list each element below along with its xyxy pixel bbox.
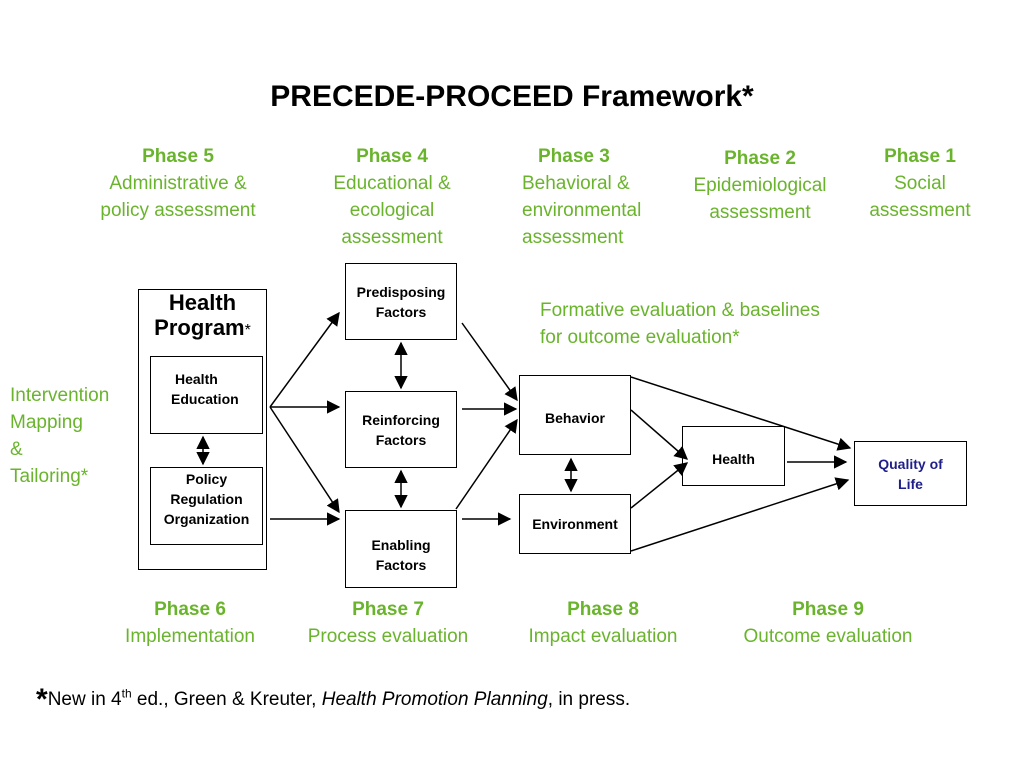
behavior-box: Behavior	[519, 375, 631, 455]
phase-3-desc-line-2: environmental	[522, 200, 642, 221]
arrow-behavior-to-health	[630, 409, 689, 460]
health-outcome-label: Health	[712, 451, 755, 467]
footnote-sup: th	[121, 686, 132, 701]
reinforcing-factors-box: Reinforcing Factors	[345, 391, 457, 468]
enabling-line-2: Factors	[375, 557, 427, 573]
phase-4-header: Phase 4 Educational & ecological assessm…	[302, 143, 482, 251]
health-program-title-line-2: Program	[154, 315, 245, 340]
policy-regulation-box: Policy Regulation Organization	[150, 467, 263, 545]
health-education-line-2: Education	[171, 391, 239, 407]
quality-of-life-box: Quality of Life	[854, 441, 967, 506]
policy-line-3: Organization	[163, 511, 250, 527]
phase-5-desc-line-2: policy assessment	[100, 200, 256, 221]
phase-4-desc-line-2: ecological	[349, 200, 435, 221]
arrow-behavior-to-quality	[630, 376, 852, 451]
phase-3-label: Phase 3	[538, 146, 610, 167]
phase-5-desc-line-1: Administrative &	[109, 173, 247, 194]
footnote: *New in 4th ed., Green & Kreuter, Health…	[36, 683, 630, 717]
behavior-label: Behavior	[545, 410, 605, 426]
quality-of-life-line-1: Quality of	[878, 455, 943, 472]
health-program-star: *	[244, 322, 251, 339]
health-program-title-line-1: Health	[168, 290, 237, 315]
footnote-post: , in press.	[547, 689, 631, 710]
phase-7-label: Phase 7	[352, 599, 424, 620]
health-outcome-box: Health	[682, 426, 785, 486]
phase-9-footer: Phase 9 Outcome evaluation	[718, 596, 938, 650]
environment-box: Environment	[519, 494, 631, 554]
health-program-box	[138, 289, 267, 570]
reinforcing-line-2: Factors	[375, 431, 427, 448]
phase-2-desc-line-1: Epidemiological	[693, 175, 827, 196]
policy-line-1: Policy	[185, 471, 228, 487]
phase-6-desc: Implementation	[125, 626, 255, 647]
phase-4-desc-line-1: Educational &	[333, 173, 451, 194]
footnote-pre: New in 4	[47, 689, 122, 710]
quality-of-life-line-2: Life	[898, 475, 923, 492]
phase-7-footer: Phase 7 Process evaluation	[278, 596, 498, 650]
formative-evaluation-note: Formative evaluation & baselines for out…	[540, 297, 820, 351]
intervention-line-1: Intervention	[10, 385, 110, 406]
arrow-enabling-to-behavior	[455, 418, 518, 510]
phase-6-label: Phase 6	[154, 599, 226, 620]
predisposing-line-2: Factors	[375, 303, 427, 320]
phase-7-desc: Process evaluation	[307, 626, 469, 647]
footnote-book-title: Health Promotion Planning	[321, 689, 548, 710]
intervention-line-4: Tailoring*	[10, 466, 89, 487]
phase-2-label: Phase 2	[724, 148, 796, 169]
intervention-line-3: &	[10, 439, 23, 460]
phase-3-header: Phase 3 Behavioral & environmental asses…	[522, 143, 641, 251]
phase-6-footer: Phase 6 Implementation	[100, 596, 280, 650]
enabling-line-1: Enabling	[371, 537, 431, 553]
page-title: PRECEDE-PROCEED Framework*	[270, 80, 754, 113]
predisposing-factors-box: Predisposing Factors	[345, 263, 457, 340]
phase-4-desc-line-3: assessment	[341, 227, 443, 248]
intervention-line-2: Mapping	[10, 412, 83, 433]
policy-line-2: Regulation	[170, 491, 243, 507]
enabling-factors-box: Enabling Factors	[345, 510, 457, 588]
formative-line-1: Formative evaluation & baselines	[540, 300, 820, 321]
environment-label: Environment	[532, 516, 618, 532]
phase-9-desc: Outcome evaluation	[743, 626, 913, 647]
phase-4-label: Phase 4	[356, 146, 428, 167]
footnote-mid: ed., Green & Kreuter,	[131, 689, 322, 710]
footnote-star: *	[36, 683, 48, 716]
predisposing-line-1: Predisposing	[356, 283, 446, 300]
reinforcing-line-1: Reinforcing	[362, 411, 440, 428]
health-program-title: Health Program*	[138, 290, 267, 343]
phase-3-desc-line-1: Behavioral &	[522, 173, 630, 194]
phase-8-footer: Phase 8 Impact evaluation	[498, 596, 708, 650]
phase-2-header: Phase 2 Epidemiological assessment	[670, 145, 850, 226]
arrow-predisposing-to-behavior	[461, 322, 518, 402]
phase-3-desc-line-3: assessment	[522, 227, 624, 248]
phase-2-desc-line-2: assessment	[709, 202, 811, 223]
phase-9-label: Phase 9	[792, 599, 864, 620]
health-education-box: Health Education	[150, 356, 263, 434]
phase-8-label: Phase 8	[567, 599, 639, 620]
arrow-program-to-predisposing	[269, 311, 340, 408]
arrow-environment-to-quality	[630, 477, 850, 552]
phase-1-label: Phase 1	[884, 146, 956, 167]
phase-1-desc-line-2: assessment	[869, 200, 971, 221]
phase-1-header: Phase 1 Social assessment	[852, 143, 988, 224]
formative-line-2: for outcome evaluation*	[540, 327, 740, 348]
phase-1-desc-line-1: Social	[894, 173, 946, 194]
health-education-line-1: Health	[175, 371, 218, 387]
arrow-environment-to-health	[630, 462, 689, 509]
arrow-program-to-enabling	[269, 406, 340, 514]
phase-8-desc: Impact evaluation	[528, 626, 678, 647]
intervention-mapping-label: Intervention Mapping & Tailoring*	[10, 382, 109, 490]
phase-5-header: Phase 5 Administrative & policy assessme…	[70, 143, 286, 224]
phase-5-label: Phase 5	[142, 146, 214, 167]
